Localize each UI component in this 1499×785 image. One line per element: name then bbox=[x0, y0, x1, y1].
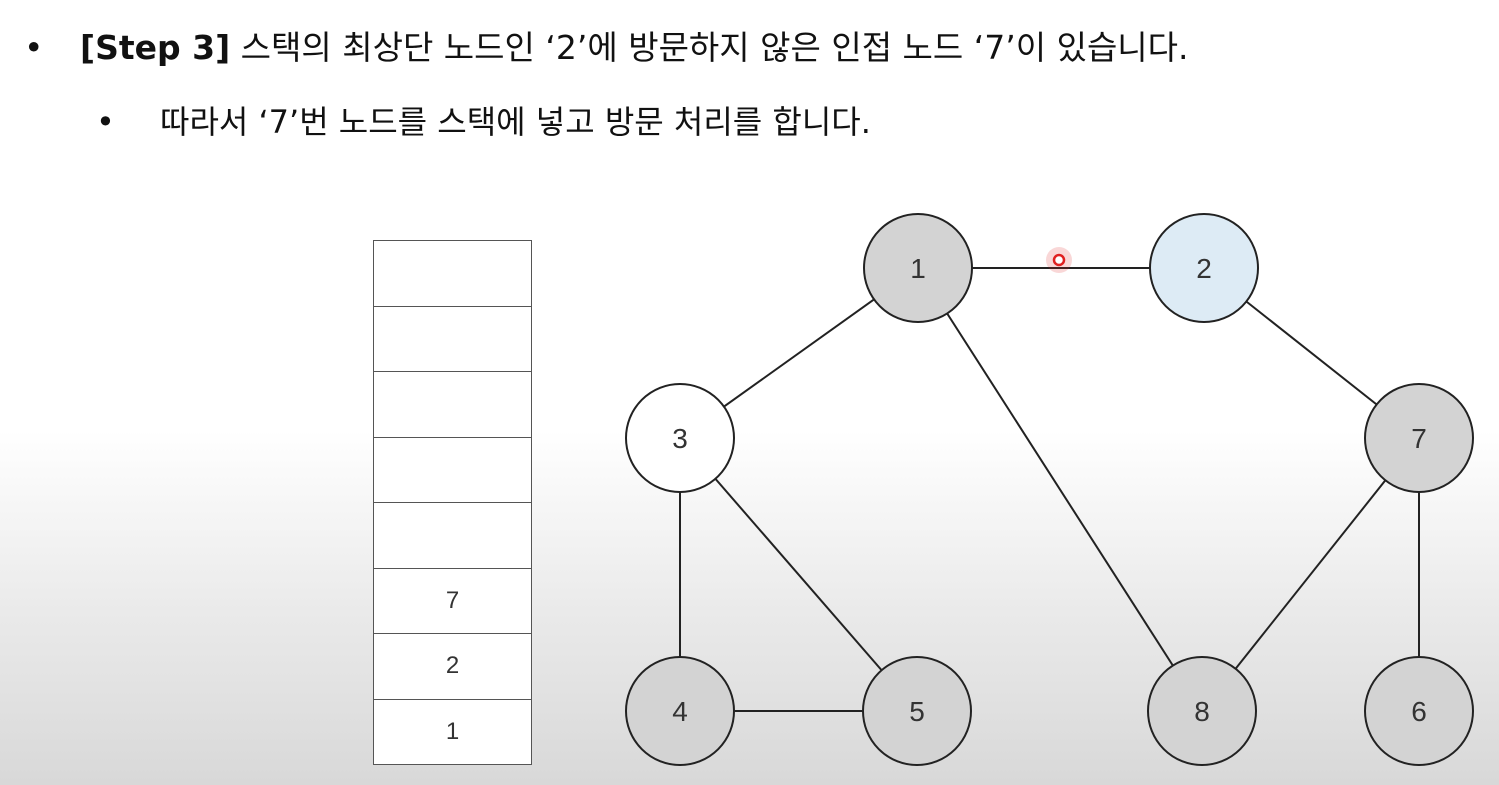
instruction-text-1: 스택의 최상단 노드인 ‘2’에 방문하지 않은 인접 노드 ‘7’이 있습니다… bbox=[240, 28, 1189, 67]
node-label: 1 bbox=[910, 253, 926, 284]
edge-7-8 bbox=[1201, 437, 1420, 712]
node-circle bbox=[863, 213, 973, 323]
bullet-icon: • bbox=[96, 103, 115, 141]
stack-slot bbox=[374, 307, 531, 372]
bullet-icon: • bbox=[24, 28, 44, 67]
graph-node-7: 7 bbox=[1364, 383, 1474, 493]
node-label: 5 bbox=[909, 696, 925, 727]
graph-node-3: 3 bbox=[625, 383, 735, 493]
stack-slot: 2 bbox=[374, 634, 531, 700]
step-label: [Step 3] bbox=[80, 28, 231, 67]
node-label: 4 bbox=[672, 696, 688, 727]
node-label: 8 bbox=[1194, 696, 1210, 727]
edge-1-8 bbox=[917, 267, 1203, 712]
node-label: 6 bbox=[1411, 696, 1427, 727]
edge-3-5 bbox=[679, 437, 918, 712]
stack-slot: 7 bbox=[374, 569, 531, 634]
stack-slot bbox=[374, 372, 531, 438]
stack-diagram: 7 2 1 bbox=[373, 240, 532, 765]
graph-node-2: 2 bbox=[1149, 213, 1259, 323]
node-circle bbox=[1149, 213, 1259, 323]
instruction-line-1: • [Step 3] 스택의 최상단 노드인 ‘2’에 방문하지 않은 인접 노드… bbox=[24, 28, 1189, 68]
stack-slot bbox=[374, 438, 531, 503]
mouse-pointer-icon bbox=[1046, 247, 1072, 273]
stack-slot bbox=[374, 241, 531, 307]
node-circle bbox=[625, 656, 735, 766]
node-label: 2 bbox=[1196, 253, 1212, 284]
instruction-line-2: • 따라서 ‘7’번 노드를 스택에 넣고 방문 처리를 합니다. bbox=[96, 102, 871, 142]
node-circle bbox=[1147, 656, 1257, 766]
node-label: 7 bbox=[1411, 423, 1427, 454]
graph-node-5: 5 bbox=[862, 656, 972, 766]
graph-node-8: 8 bbox=[1147, 656, 1257, 766]
graph-node-1: 1 bbox=[863, 213, 973, 323]
node-circle bbox=[1364, 383, 1474, 493]
graph-node-4: 4 bbox=[625, 656, 735, 766]
node-circle bbox=[625, 383, 735, 493]
node-label: 3 bbox=[672, 423, 688, 454]
graph-node-6: 6 bbox=[1364, 656, 1474, 766]
stack-slot: 1 bbox=[445, 717, 460, 745]
instruction-text-2: 따라서 ‘7’번 노드를 스택에 넣고 방문 처리를 합니다. bbox=[160, 103, 871, 141]
node-circle bbox=[862, 656, 972, 766]
node-circle bbox=[1364, 656, 1474, 766]
stack-slot bbox=[374, 503, 531, 569]
